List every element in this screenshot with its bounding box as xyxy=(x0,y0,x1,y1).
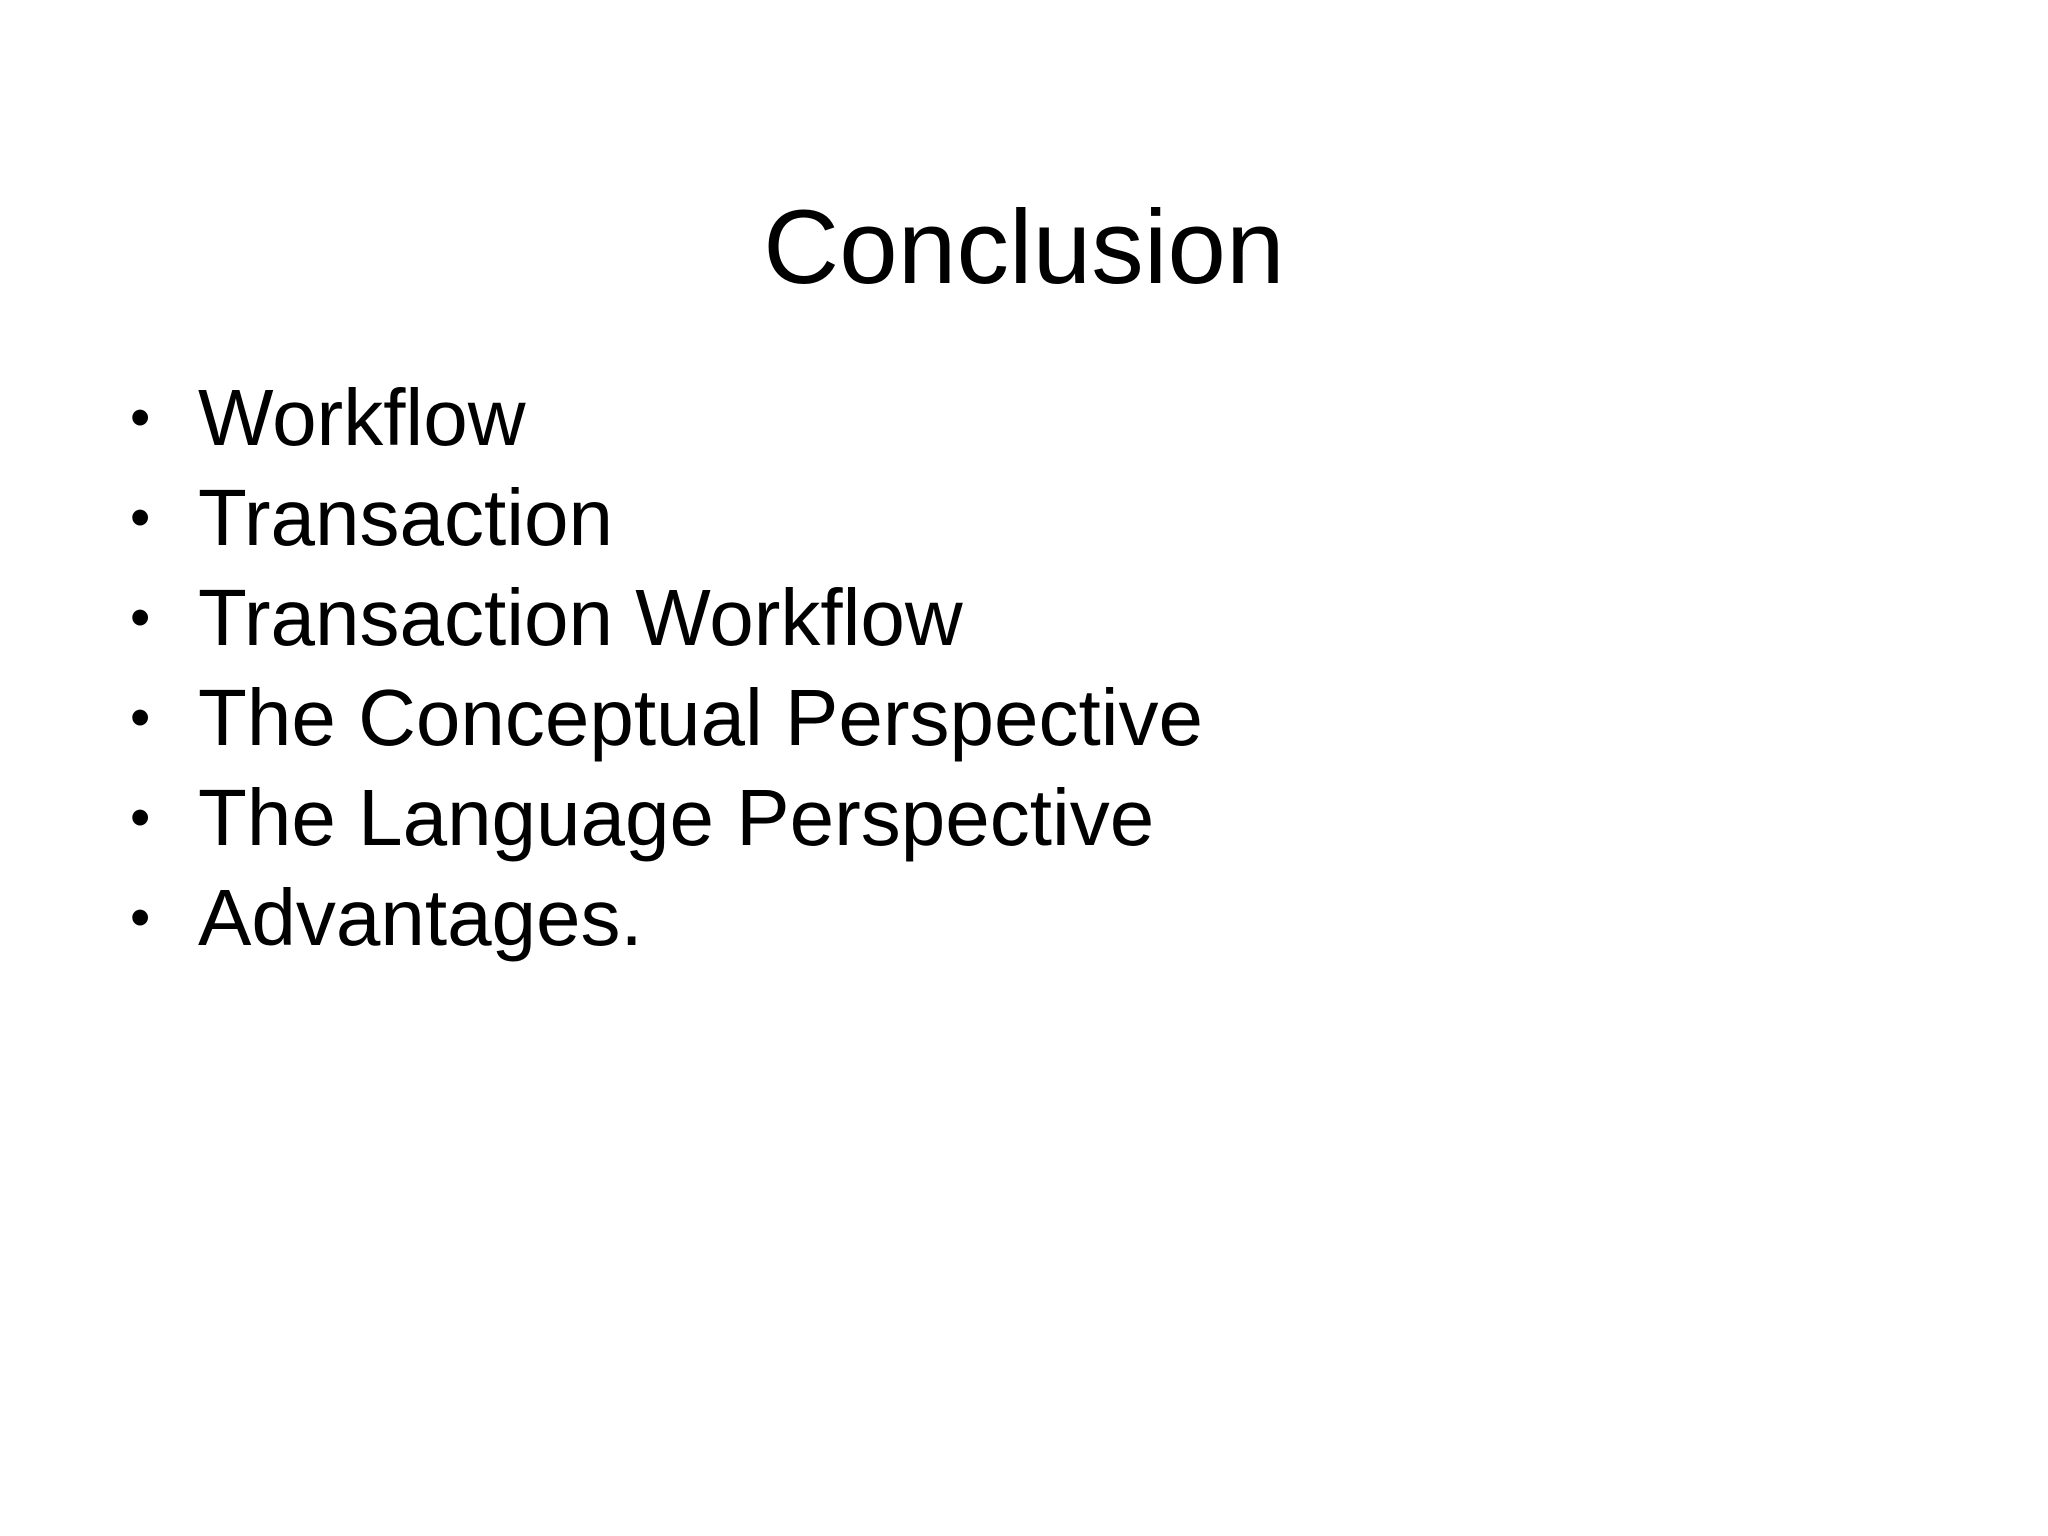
page-title: Conclusion xyxy=(763,189,1285,307)
list-item-label: Transaction Workflow xyxy=(198,573,963,662)
list-item: • Transaction Workflow xyxy=(120,568,1940,668)
list-item-label: The Conceptual Perspective xyxy=(198,673,1203,762)
list-item: • The Language Perspective xyxy=(120,768,1940,868)
bullet-point-icon: • xyxy=(130,385,151,450)
list-item-label: The Language Perspective xyxy=(198,773,1155,862)
list-item-label: Transaction xyxy=(198,473,613,562)
list-item: • Transaction xyxy=(120,468,1940,568)
bullet-point-icon: • xyxy=(130,785,151,850)
bullet-point-icon: • xyxy=(130,485,151,550)
list-item-label: Advantages. xyxy=(198,873,643,962)
list-item: • Workflow xyxy=(120,368,1940,468)
bullet-point-icon: • xyxy=(130,685,151,750)
list-item-label: Workflow xyxy=(198,373,526,462)
conclusion-bullet-list: • Workflow • Transaction • Transaction W… xyxy=(120,368,1940,968)
bullet-point-icon: • xyxy=(130,885,151,950)
bullet-point-icon: • xyxy=(130,585,151,650)
list-item: • The Conceptual Perspective xyxy=(120,668,1940,768)
list-item: • Advantages. xyxy=(120,868,1940,968)
